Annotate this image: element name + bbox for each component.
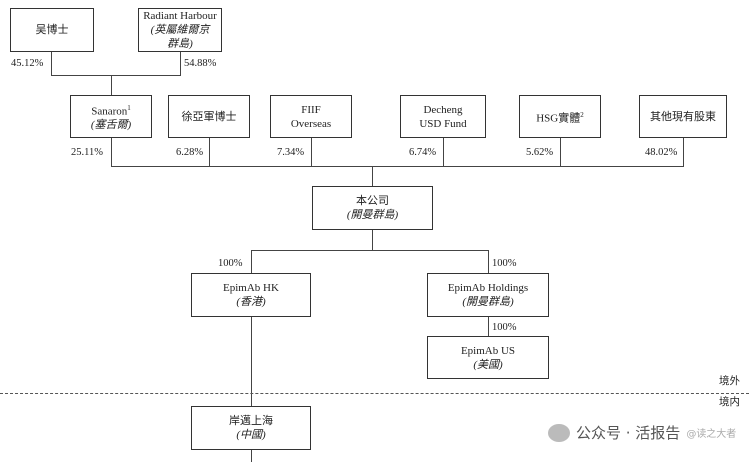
node-epimab-us: EpimAb US (美國) — [427, 336, 549, 379]
node-epimab-holdings: EpimAb Holdings (開曼群島) — [427, 273, 549, 317]
node-hsg: HSG實體2 — [519, 95, 601, 138]
node-dr-wu: 吴博士 — [10, 8, 94, 52]
connector — [372, 166, 373, 186]
watermark-handle: @读之大者 — [686, 429, 737, 440]
connector — [372, 230, 373, 250]
pct-radiant: 54.88% — [184, 58, 217, 69]
footnote-mark: 1 — [127, 103, 131, 112]
node-label: FIIF — [301, 103, 321, 116]
node-label: Radiant Harbour — [143, 10, 217, 22]
pct-dr-xu: 6.28% — [176, 147, 204, 158]
wechat-icon — [548, 423, 570, 442]
border-divider — [0, 393, 749, 394]
connector — [488, 250, 489, 273]
connector — [311, 138, 312, 166]
footnote-mark: 2 — [580, 110, 584, 119]
watermark: 公众号 · 活报告 @读之大者 — [548, 422, 736, 443]
node-decheng: Decheng USD Fund — [400, 95, 486, 138]
connector — [683, 138, 684, 166]
node-dr-xu: 徐亞軍博士 — [168, 95, 250, 138]
node-epimab-hk: EpimAb HK (香港) — [191, 273, 311, 317]
pct-other: 48.02% — [645, 147, 678, 158]
node-sanaron: Sanaron1 (塞舌爾) — [70, 95, 152, 138]
pct-dr-wu: 45.12% — [11, 58, 44, 69]
node-jurisdiction: (中國) — [236, 429, 266, 441]
node-jurisdiction-cont: 群島) — [167, 38, 193, 50]
node-label: 徐亞軍博士 — [181, 110, 237, 123]
connector — [251, 250, 252, 273]
connector — [111, 75, 112, 95]
node-label: EpimAb US — [460, 344, 516, 357]
node-label: 吴博士 — [35, 24, 69, 36]
pct-fiif: 7.34% — [277, 147, 305, 158]
node-jurisdiction: (英屬維爾京 — [150, 24, 210, 36]
watermark-text: 公众号 · 活报告 — [576, 424, 681, 442]
node-label-cont: Overseas — [290, 117, 332, 130]
pct-epimab-holdings: 100% — [492, 258, 517, 269]
connector — [51, 75, 181, 76]
node-label: 其他現有股東 — [650, 110, 716, 123]
node-label: Sanaron1 — [91, 103, 131, 118]
node-label: 岸邁上海 — [229, 415, 273, 427]
connector — [111, 166, 684, 167]
node-label: HSG實體2 — [536, 110, 584, 125]
connector — [209, 138, 210, 166]
node-label: 本公司 — [356, 195, 389, 207]
connector — [251, 450, 252, 462]
node-jurisdiction: (塞舌爾) — [90, 119, 132, 132]
node-jurisdiction: (香港) — [236, 296, 266, 308]
node-jurisdiction: (開曼群島) — [346, 209, 399, 221]
zone-onshore-label: 境内 — [719, 397, 740, 408]
pct-hsg: 5.62% — [526, 147, 554, 158]
node-label: EpimAb HK — [223, 282, 279, 294]
pct-sanaron: 25.11% — [71, 147, 103, 158]
node-label: Decheng — [423, 103, 463, 116]
connector — [251, 250, 489, 251]
node-fiif: FIIF Overseas — [270, 95, 352, 138]
connector — [443, 138, 444, 166]
node-company: 本公司 (開曼群島) — [312, 186, 433, 230]
pct-decheng: 6.74% — [409, 147, 437, 158]
node-shanghai: 岸邁上海 (中國) — [191, 406, 311, 450]
node-label-cont: USD Fund — [419, 117, 467, 130]
connector — [51, 52, 52, 75]
node-other-shareholders: 其他現有股東 — [639, 95, 727, 138]
pct-epimab-hk: 100% — [218, 258, 243, 269]
node-radiant-harbour: Radiant Harbour (英屬維爾京 群島) — [138, 8, 222, 52]
node-label: EpimAb Holdings — [447, 282, 529, 294]
connector — [111, 138, 112, 166]
connector — [180, 52, 181, 75]
connector — [251, 317, 252, 406]
pct-epimab-us: 100% — [492, 322, 517, 333]
node-jurisdiction: (美國) — [473, 358, 503, 371]
zone-offshore-label: 境外 — [719, 376, 740, 387]
connector — [560, 138, 561, 166]
node-jurisdiction: (開曼群島) — [462, 296, 514, 308]
connector — [488, 317, 489, 336]
